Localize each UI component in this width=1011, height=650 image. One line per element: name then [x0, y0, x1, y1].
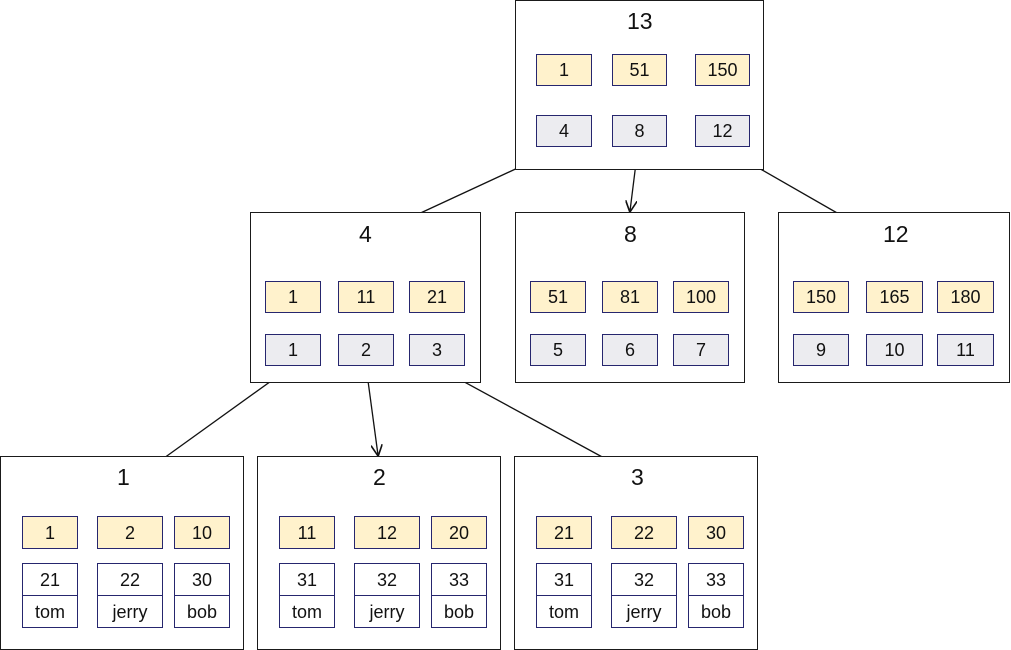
internal-key-cell: 180: [937, 281, 994, 313]
internal-page-number: 4: [359, 221, 372, 247]
edge-page-4-to-page-3: [434, 365, 628, 471]
leaf-node: 3 21 22 30 31 32 33 tom jerry bob: [514, 456, 758, 650]
root-node: 13 1 51 150 4 8 12: [515, 0, 764, 170]
edge-page-4-to-page-1: [146, 365, 293, 471]
internal-page-number: 8: [624, 221, 637, 247]
leaf-page-number: 2: [373, 464, 386, 490]
leaf-key-cell: 20: [431, 516, 487, 549]
internal-key-cell: 1: [265, 281, 321, 313]
internal-pointer-cell: 1: [265, 334, 321, 366]
leaf-key-cell: 12: [354, 516, 420, 549]
leaf-key-cell: 22: [611, 516, 677, 549]
leaf-key-cell: 2: [97, 516, 163, 549]
root-key-cell: 51: [612, 54, 667, 86]
root-pointer-cell: 4: [536, 115, 592, 147]
internal-key-cell: 21: [409, 281, 465, 313]
internal-pointer-cell: 2: [338, 334, 394, 366]
leaf-age-cell: 33: [688, 563, 744, 596]
internal-node: 4 1 11 21 1 2 3: [250, 212, 481, 383]
root-pointer-cell: 8: [612, 115, 667, 147]
internal-key-cell: 100: [673, 281, 729, 313]
internal-pointer-cell: 5: [530, 334, 586, 366]
leaf-page-number: 1: [117, 464, 130, 490]
leaf-name-cell: bob: [688, 595, 744, 628]
internal-pointer-cell: 6: [602, 334, 658, 366]
internal-pointer-cell: 9: [793, 334, 849, 366]
root-page-number: 13: [627, 8, 653, 34]
internal-key-cell: 51: [530, 281, 586, 313]
leaf-age-cell: 33: [431, 563, 487, 596]
leaf-name-cell: tom: [279, 595, 335, 628]
leaf-key-cell: 11: [279, 516, 335, 549]
internal-pointer-cell: 10: [866, 334, 923, 366]
leaf-name-cell: tom: [536, 595, 592, 628]
internal-key-cell: 11: [338, 281, 394, 313]
leaf-name-cell: jerry: [354, 595, 420, 628]
leaf-age-cell: 22: [97, 563, 163, 596]
internal-node: 8 51 81 100 5 6 7: [515, 212, 745, 383]
leaf-name-cell: jerry: [611, 595, 677, 628]
leaf-node: 1 1 2 10 21 22 30 tom jerry bob: [0, 456, 244, 650]
root-key-cell: 150: [695, 54, 750, 86]
internal-key-cell: 81: [602, 281, 658, 313]
leaf-node: 2 11 12 20 31 32 33 tom jerry bob: [257, 456, 501, 650]
leaf-name-cell: jerry: [97, 595, 163, 628]
leaf-age-cell: 21: [22, 563, 78, 596]
leaf-name-cell: tom: [22, 595, 78, 628]
leaf-age-cell: 31: [536, 563, 592, 596]
leaf-key-cell: 10: [174, 516, 230, 549]
leaf-key-cell: 30: [688, 516, 744, 549]
leaf-name-cell: bob: [431, 595, 487, 628]
leaf-key-cell: 21: [536, 516, 592, 549]
leaf-age-cell: 30: [174, 563, 230, 596]
leaf-age-cell: 32: [354, 563, 420, 596]
root-key-cell: 1: [536, 54, 592, 86]
leaf-age-cell: 32: [611, 563, 677, 596]
internal-node: 12 150 165 180 9 10 11: [778, 212, 1010, 383]
internal-pointer-cell: 3: [409, 334, 465, 366]
leaf-name-cell: bob: [174, 595, 230, 628]
internal-pointer-cell: 11: [937, 334, 994, 366]
internal-pointer-cell: 7: [673, 334, 729, 366]
leaf-page-number: 3: [631, 464, 644, 490]
internal-key-cell: 150: [793, 281, 849, 313]
internal-key-cell: 165: [866, 281, 923, 313]
internal-page-number: 12: [883, 221, 909, 247]
leaf-age-cell: 31: [279, 563, 335, 596]
root-pointer-cell: 12: [695, 115, 750, 147]
leaf-key-cell: 1: [22, 516, 78, 549]
